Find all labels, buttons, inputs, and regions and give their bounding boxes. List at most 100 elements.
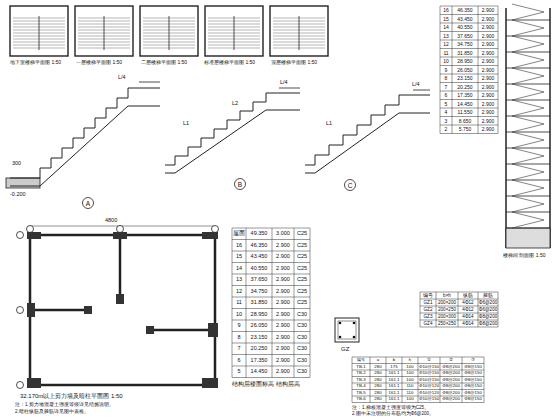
table-rule [440,23,498,24]
drawing-label: 结构层楼面标高 结构层高 [232,381,300,387]
tread-line [143,30,195,31]
stair-slab [165,110,300,173]
table-cell: 2.900 [478,15,498,24]
stair-slab [10,106,160,186]
tread-line [208,42,260,43]
table-cell: 纵筋 [458,292,478,299]
tread-line [208,33,260,34]
table-rule [440,133,498,134]
section-flight [512,36,544,52]
tread-line [78,21,130,22]
table-cell: 11 [440,49,452,58]
table-cell: 26.050 [246,320,272,332]
table-cell: 37.650 [246,274,272,286]
table-cell: 2.900 [272,320,294,332]
section-flight [512,100,544,116]
table-rule [310,228,311,378]
drawing-label: L1 [326,120,332,126]
tread-line [13,33,65,34]
table-cell: 13 [232,274,246,286]
table-rule [232,343,310,344]
table-cell: 2.900 [272,263,294,275]
table-cell: C25 [294,286,310,298]
table-cell: Φ8@150 [462,390,484,397]
stair-flight [10,88,160,178]
table-cell: 6 [232,355,246,367]
table-rule [420,320,498,321]
section-bubble [235,179,246,190]
drawing-label: L/4 [280,79,288,85]
tread-line [13,39,65,40]
table-cell: 280 [370,396,386,403]
drawing-label: 顶层楼梯平面图 1:50 [271,60,317,66]
table-cell: 2.900 [478,32,498,41]
tread-line [143,21,195,22]
table-cell: 280 [370,370,386,377]
table-cell: 200×300 [436,313,458,320]
table-cell: 23.150 [246,332,272,344]
table-cell: 8 [232,332,246,344]
table-cell: 2.900 [478,83,498,92]
table-rule [440,357,441,403]
table-rule [462,357,463,403]
table-cell: 2.900 [272,366,294,378]
table-cell: 2.900 [478,125,498,134]
table-rule [498,6,499,134]
table-cell: GZ4 [420,320,436,327]
table-cell: 12 [232,286,246,298]
table-cell: 20.250 [246,343,272,355]
table-cell: C25 [294,251,310,263]
table-rule [440,99,498,100]
tread-line [208,30,260,31]
table-cell: 100 [402,396,418,403]
tread-line [78,24,130,25]
tread-line [143,48,195,49]
stair-plan-outline [10,6,68,56]
tread-line [273,42,325,43]
table-rule [440,125,498,126]
table-cell: 4Φ12 [458,306,478,313]
table-cell: 23.150 [452,74,478,83]
table-cell: 2.900 [272,286,294,298]
table-cell: 2.900 [478,57,498,66]
table-cell: 15 [232,251,246,263]
section-flight [512,20,544,36]
table-cell: Φ8@200 [440,383,462,390]
table-rule [420,306,498,307]
table-rule [402,357,403,403]
drawing-label: GZ [341,346,349,353]
table-cell: 2.900 [272,297,294,309]
section-flight [512,4,544,20]
gz-section [335,318,359,342]
shear-wall [119,235,122,300]
table-rule [370,357,371,403]
table-cell: 2.900 [272,343,294,355]
tread-line [273,45,325,46]
tread-line [143,42,195,43]
table-cell: 100 [402,364,418,371]
table-cell: Φ8@150 [462,396,484,403]
table-cell: 280 [370,383,386,390]
table-cell: Φ10@150 [418,396,440,403]
table-cell: TB-2 [352,370,370,377]
tread-line [13,45,65,46]
table-cell: 12 [440,40,452,49]
axis-bubble [117,226,124,233]
table-cell: 15 [440,15,452,24]
tread-line [78,33,130,34]
tread-line [273,36,325,37]
drawing-label: B [235,181,245,188]
table-cell: 2.900 [478,117,498,126]
tread-line [273,30,325,31]
table-cell: C25 [294,263,310,275]
table-cell: 14.450 [246,366,272,378]
tread-line [208,48,260,49]
table-cell: Φ6@200 [478,306,498,313]
table-cell: 2.900 [272,274,294,286]
table-cell: 34.750 [452,40,478,49]
table-cell: TB-3 [352,377,370,384]
table-cell: 5 [232,366,246,378]
table-rule [232,366,310,367]
shear-wall [150,329,215,332]
table-cell: 100 [402,370,418,377]
